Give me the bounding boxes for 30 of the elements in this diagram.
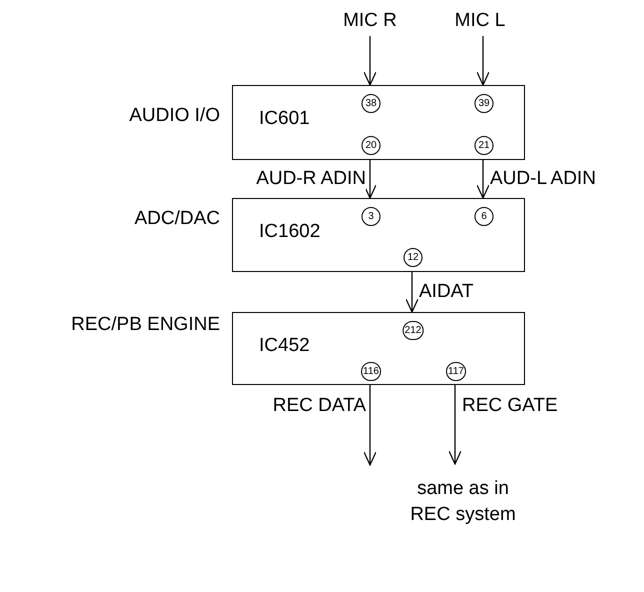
pin-number: 38: [362, 94, 380, 113]
pin-number: 20: [362, 136, 380, 155]
signal-label: MIC L: [440, 8, 520, 34]
pin-number: 39: [474, 94, 494, 113]
arrow: [476, 160, 490, 199]
signal-label: same as in REC system: [398, 476, 528, 528]
arrow: [476, 36, 490, 86]
block-function-label: REC/PB ENGINE: [71, 314, 220, 336]
edge-label: AUD-R ADIN: [256, 168, 366, 190]
ic-name: IC1602: [259, 221, 320, 243]
ic-block: [232, 312, 525, 385]
ic-name: IC452: [259, 335, 310, 357]
arrow: [448, 385, 462, 465]
pin-number: 6: [474, 207, 494, 226]
pin-number: 12: [404, 248, 422, 267]
pin-number: 3: [362, 207, 380, 226]
pin-number: 116: [361, 362, 381, 381]
ic-block: [232, 198, 525, 272]
pin-number: 117: [446, 362, 466, 381]
signal-label: MIC R: [330, 8, 410, 34]
block-function-label: ADC/DAC: [134, 208, 220, 230]
ic-name: IC601: [259, 108, 310, 130]
pin-number: 212: [402, 321, 424, 340]
arrow: [363, 385, 377, 466]
block-function-label: AUDIO I/O: [129, 105, 220, 127]
arrow: [363, 160, 377, 199]
arrow: [363, 36, 377, 86]
pin-number: 21: [474, 136, 494, 155]
ic-block: [232, 85, 525, 160]
arrow: [405, 272, 419, 313]
